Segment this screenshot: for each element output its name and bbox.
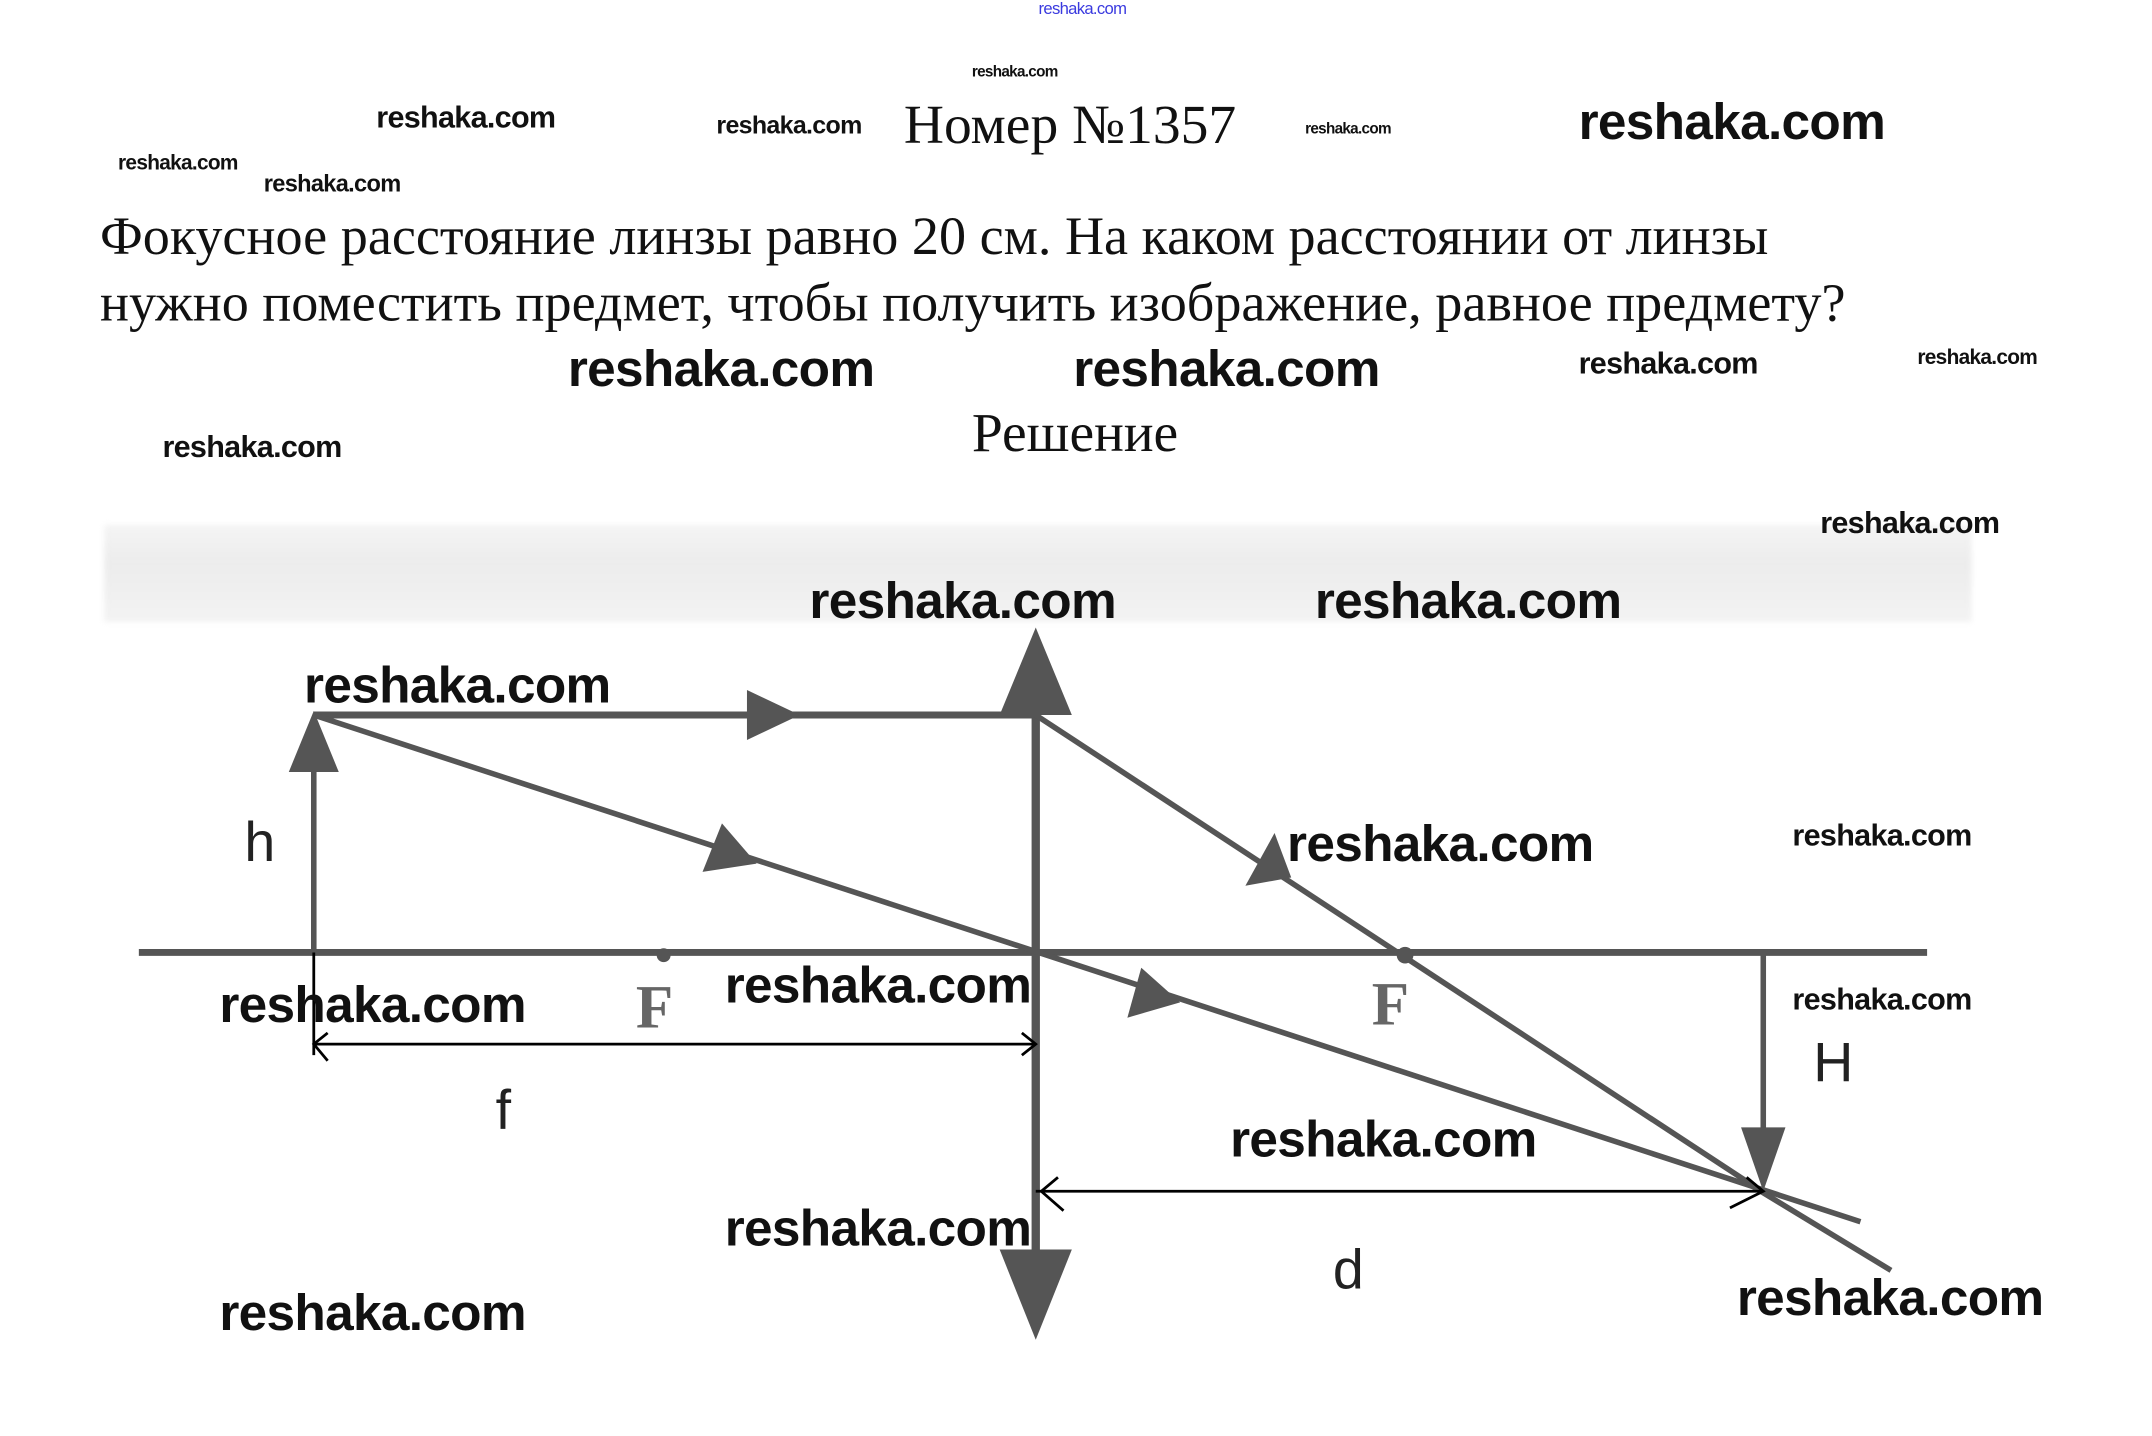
solution-heading: Решение (971, 401, 1179, 464)
watermark: reshaka.com (809, 572, 1116, 629)
watermark: reshaka.com (219, 976, 526, 1033)
watermark: reshaka.com (724, 956, 1032, 1014)
watermark: reshaka.com (724, 1199, 1032, 1257)
watermark: reshaka.com (263, 170, 401, 198)
watermark: reshaka.com (376, 99, 556, 135)
watermark: reshaka.com (1305, 120, 1391, 138)
ray-extension (1741, 1177, 1893, 1273)
ray-arrowhead-2 (702, 823, 757, 872)
watermark: reshaka.com (716, 111, 862, 139)
blurred-band (104, 524, 1972, 623)
header-watermark[interactable]: reshaka.com (1038, 0, 1127, 19)
page-title: Номер №1357 (903, 93, 1237, 156)
watermark: reshaka.com (1917, 345, 2038, 370)
watermark: reshaka.com (1578, 93, 1886, 150)
watermark: reshaka.com (1287, 814, 1594, 872)
lens-bottom-arrowhead (999, 1249, 1072, 1340)
watermark: reshaka.com (1314, 572, 1622, 629)
ray-arrowhead-3 (1127, 967, 1181, 1018)
watermark: reshaka.com (1073, 340, 1380, 398)
watermark: reshaka.com (219, 1284, 526, 1342)
watermark: reshaka.com (1820, 505, 2000, 541)
watermark: reshaka.com (971, 63, 1058, 81)
watermark: reshaka.com (1736, 1268, 2044, 1326)
problem-line-2: нужно поместить предмет, чтобы получить … (99, 273, 1846, 334)
problem-line-1: Фокусное расстояние линзы равно 20 см. Н… (99, 206, 1769, 267)
ray-arrowhead-4 (1245, 833, 1292, 886)
label-f: f (495, 1080, 512, 1142)
focus-left-point (656, 948, 671, 963)
watermark: reshaka.com (118, 151, 238, 175)
watermark: reshaka.com (1578, 345, 1759, 381)
watermark: reshaka.com (1792, 817, 1972, 853)
watermark: reshaka.com (567, 340, 875, 398)
lens-top-arrowhead (999, 627, 1072, 716)
focus-right-point (1396, 946, 1414, 964)
label-d: d (1332, 1239, 1364, 1301)
ray-central (312, 712, 1862, 1225)
watermark: reshaka.com (162, 429, 342, 464)
watermark: reshaka.com (304, 656, 611, 714)
watermark: reshaka.com (1230, 1110, 1537, 1168)
watermark: reshaka.com (1792, 981, 1972, 1017)
label-focus-right: F (1371, 970, 1410, 1039)
label-h: h (244, 812, 276, 874)
label-H: H (1813, 1032, 1854, 1095)
image-arrowhead (1741, 1127, 1786, 1192)
ray-arrowhead-1 (746, 690, 800, 741)
label-focus-left: F (635, 973, 674, 1042)
object-arrowhead (288, 710, 339, 772)
